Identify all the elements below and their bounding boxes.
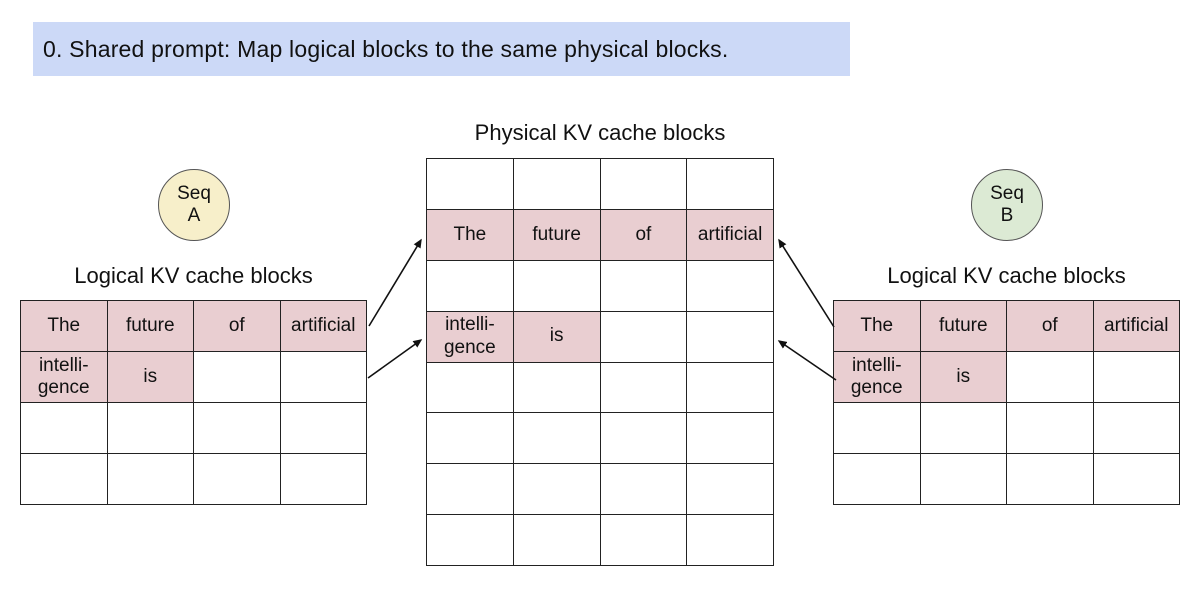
kv-cache-cell: [1007, 352, 1094, 403]
kv-cache-cell: artificial: [1093, 301, 1180, 352]
kv-cache-cell: [600, 362, 688, 414]
table-row: [427, 515, 774, 566]
kv-cache-cell: [600, 464, 688, 516]
kv-cache-cell: [834, 454, 921, 505]
kv-cache-cell: future: [107, 301, 194, 352]
left-logical-title: Logical KV cache blocks: [74, 263, 313, 288]
kv-cache-cell: [427, 260, 514, 312]
table-row: [427, 464, 774, 516]
mapping-arrow-seq-b-block0: [778, 238, 835, 328]
kv-cache-cell: is: [513, 311, 601, 363]
kv-cache-cell: of: [600, 209, 688, 261]
kv-cache-cell: [1093, 454, 1180, 505]
seq-a-label-line1: Seq: [177, 183, 211, 205]
right-logical-title: Logical KV cache blocks: [887, 263, 1126, 288]
kv-cache-cell: [834, 403, 921, 454]
mapping-arrow-seq-a-block0: [368, 238, 422, 327]
seq-b-label-line1: Seq: [990, 183, 1024, 205]
kv-cache-cell: [427, 413, 514, 465]
seq-b-badge: Seq B: [971, 169, 1043, 241]
kv-cache-cell: of: [1007, 301, 1094, 352]
kv-cache-cell: [1007, 454, 1094, 505]
kv-cache-cell: [107, 403, 194, 454]
kv-cache-cell: [687, 362, 774, 414]
kv-cache-cell: [1093, 403, 1180, 454]
table-row: [427, 362, 774, 414]
kv-cache-cell: The: [427, 209, 514, 261]
kv-cache-cell: [687, 260, 774, 312]
kv-cache-cell: [427, 362, 514, 414]
kv-cache-cell: [513, 362, 601, 414]
kv-cache-cell: [513, 413, 601, 465]
kv-cache-cell: [687, 515, 774, 566]
kv-cache-cell: [600, 159, 688, 210]
kv-cache-cell: [280, 454, 367, 505]
table-row: [21, 454, 367, 505]
kv-cache-cell: [427, 159, 514, 210]
kv-cache-cell: [513, 515, 601, 566]
kv-cache-cell: artificial: [687, 209, 774, 261]
kv-cache-cell: [687, 464, 774, 516]
kv-cache-cell: [600, 515, 688, 566]
kv-cache-cell: intelli- gence: [427, 311, 514, 363]
kv-cache-cell: [920, 403, 1007, 454]
mapping-arrow-seq-b-block1: [777, 340, 837, 381]
kv-cache-cell: [107, 454, 194, 505]
table-row: [834, 403, 1180, 454]
kv-cache-cell: [427, 515, 514, 566]
kv-cache-cell: intelli- gence: [834, 352, 921, 403]
table-row: [21, 403, 367, 454]
kv-cache-cell: [600, 413, 688, 465]
kv-cache-cell: [687, 311, 774, 363]
kv-cache-cell: future: [513, 209, 601, 261]
shared-prompt-banner: 0. Shared prompt: Map logical blocks to …: [33, 22, 850, 76]
table-row: [427, 260, 774, 312]
kv-cache-cell: [687, 413, 774, 465]
kv-cache-cell: [1007, 403, 1094, 454]
physical-table-title: Physical KV cache blocks: [474, 120, 726, 145]
table-row: [834, 454, 1180, 505]
kv-cache-cell: The: [834, 301, 921, 352]
kv-cache-cell: [280, 352, 367, 403]
kv-cache-cell: [427, 464, 514, 516]
kv-cache-cell: [194, 454, 281, 505]
kv-cache-cell: [687, 159, 774, 210]
kv-cache-cell: [280, 403, 367, 454]
kv-cache-cell: [194, 403, 281, 454]
kv-cache-cell: intelli- gence: [21, 352, 108, 403]
kv-cache-cell: [194, 352, 281, 403]
kv-cache-cell: [513, 159, 601, 210]
table-row: [427, 413, 774, 465]
kv-cache-cell: is: [920, 352, 1007, 403]
kv-cache-cell: [21, 403, 108, 454]
seq-a-badge: Seq A: [158, 169, 230, 241]
kv-cache-cell: [600, 260, 688, 312]
kv-cache-cell: The: [21, 301, 108, 352]
kv-cache-cell: [513, 260, 601, 312]
seq-b-label-line2: B: [1000, 205, 1014, 226]
kv-cache-cell: [21, 454, 108, 505]
mapping-arrow-seq-a-block1: [367, 339, 423, 379]
seq-a-label-line2: A: [187, 205, 201, 226]
kv-cache-cell: [920, 454, 1007, 505]
kv-cache-cell: is: [107, 352, 194, 403]
kv-cache-cell: [600, 311, 688, 363]
kv-cache-cell: [513, 464, 601, 516]
shared-prompt-banner-text: 0. Shared prompt: Map logical blocks to …: [43, 35, 729, 62]
kv-cache-cell: future: [920, 301, 1007, 352]
kv-cache-cell: [1093, 352, 1180, 403]
kv-cache-cell: artificial: [280, 301, 367, 352]
table-row: [427, 159, 774, 210]
kv-cache-cell: of: [194, 301, 281, 352]
